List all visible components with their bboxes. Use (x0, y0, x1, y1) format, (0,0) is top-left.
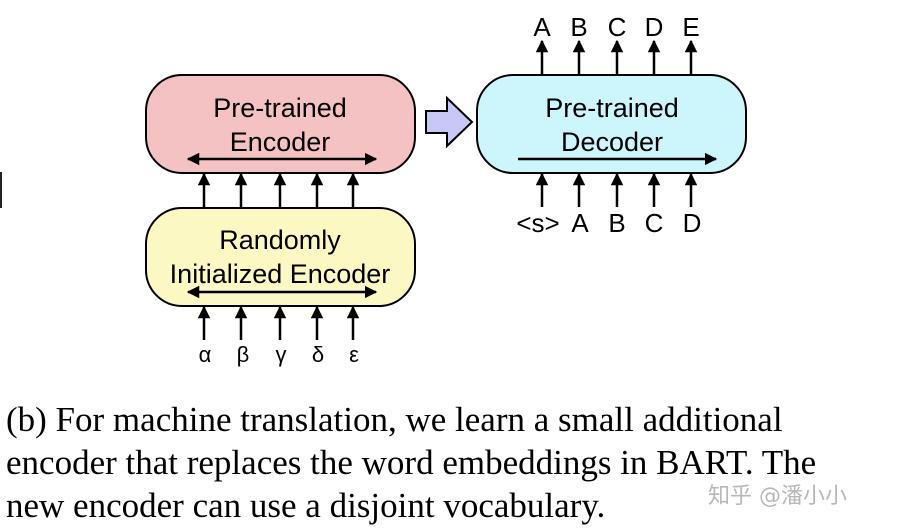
decoder-input-token: C (645, 208, 664, 238)
diagram: Pre-trained Encoder Pre-trained Decoder … (145, 12, 747, 367)
pretrained-decoder-box: Pre-trained Decoder (476, 74, 747, 174)
source-token: α (199, 342, 212, 367)
decoder-input-token: A (571, 208, 589, 238)
source-token: ε (349, 342, 359, 367)
encoder-link-arrows (197, 172, 360, 207)
random-label-line1: Randomly (219, 225, 341, 255)
decoder-input-token: D (683, 208, 702, 238)
source-tokens: α β γ δ ε (199, 342, 359, 367)
encoder-label-line1: Pre-trained (213, 93, 347, 123)
transfer-arrow (425, 95, 474, 149)
random-encoder-box: Randomly Initialized Encoder (145, 207, 416, 307)
random-label-line2: Initialized Encoder (170, 259, 391, 289)
decoder-label-line2: Decoder (561, 127, 663, 157)
caption-line-2: encoder that replaces the word embedding… (6, 443, 817, 482)
watermark: 知乎 @潘小小 (708, 484, 847, 509)
pretrained-encoder-box: Pre-trained Encoder (145, 74, 416, 174)
source-token: δ (312, 342, 324, 367)
figure-caption: (b) For machine translation, we learn a … (6, 398, 896, 527)
caption-line-3: new encoder can use a disjoint vocabular… (6, 486, 606, 525)
output-token: E (682, 12, 699, 42)
decoder-output-tokens: A B C D E (533, 12, 699, 42)
source-token: γ (276, 342, 287, 367)
source-token: β (237, 342, 250, 367)
decoder-input-tokens: <s> A B C D (516, 208, 701, 238)
output-token: C (608, 12, 627, 42)
output-token: D (645, 12, 664, 42)
decoder-label-line1: Pre-trained (545, 93, 679, 123)
output-token: B (570, 12, 587, 42)
encoder-label-line2: Encoder (230, 127, 331, 157)
edge-mark (0, 172, 2, 208)
decoder-input-token: <s> (516, 208, 559, 238)
caption-line-1: (b) For machine translation, we learn a … (6, 400, 783, 439)
source-input-arrows (197, 305, 360, 340)
decoder-input-arrows (535, 172, 698, 207)
decoder-output-arrows (535, 39, 698, 74)
output-token: A (533, 12, 551, 42)
decoder-input-token: B (608, 208, 625, 238)
